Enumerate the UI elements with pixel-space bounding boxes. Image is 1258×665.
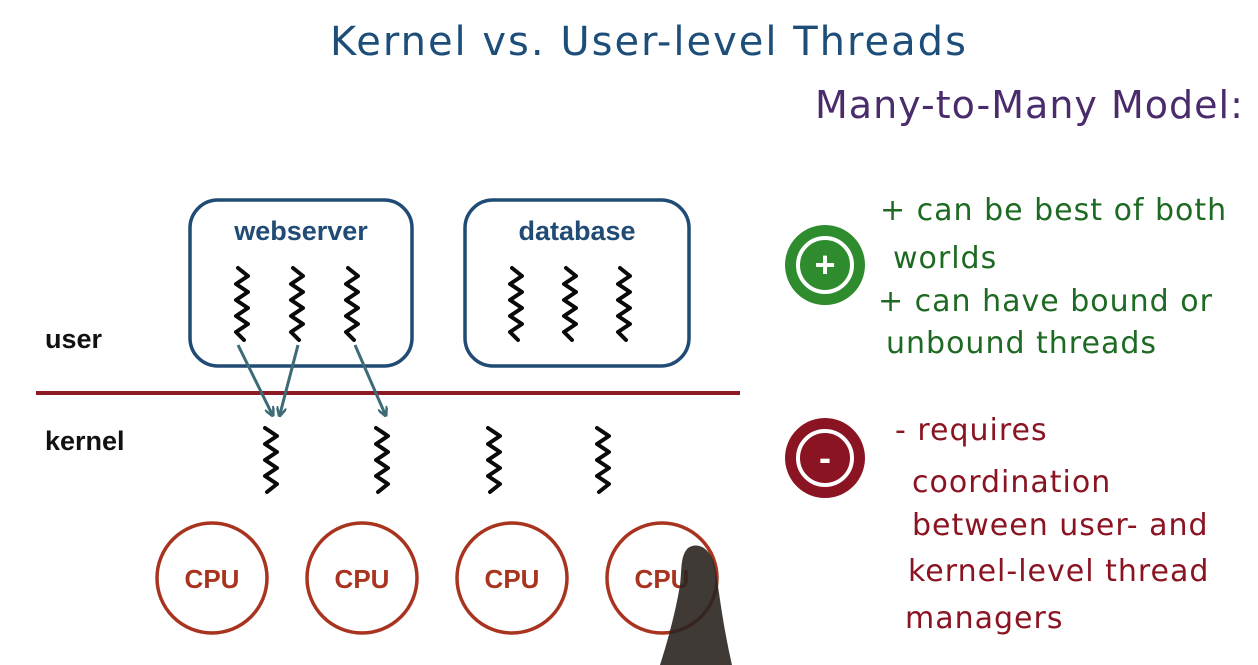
user-thread-icon: [508, 266, 524, 342]
user-layer-label: user: [45, 324, 103, 354]
minus-symbol: -: [819, 437, 831, 478]
kernel-layer-label: kernel: [45, 426, 125, 456]
user-thread-icon: [344, 266, 360, 342]
process-label-database: database: [518, 216, 635, 246]
con-line-5: managers: [905, 601, 1063, 636]
cpu-label: CPU: [185, 564, 240, 594]
kernel-thread-icon: [595, 426, 611, 494]
plus-symbol: +: [814, 244, 835, 285]
cpu-label: CPU: [485, 564, 540, 594]
process-box: [463, 198, 691, 368]
con-line-3: between user- and: [912, 508, 1209, 543]
cpu-circle: [455, 521, 569, 635]
pro-line-1: + can be best of both: [880, 193, 1227, 228]
cpu-circle: [155, 521, 269, 635]
user-thread-icon: [234, 266, 250, 342]
mapping-arrow: [236, 344, 272, 414]
con-line-1: - requires: [895, 413, 1048, 448]
cpu-3: CPU: [455, 521, 569, 635]
cpu-2: CPU: [305, 521, 419, 635]
pen-hand-shape: [660, 545, 732, 665]
user-thread-icon: [562, 266, 578, 342]
cons-section: - - requires coordination between user- …: [785, 413, 1209, 636]
minus-badge-ring: [796, 429, 854, 487]
pro-line-4: unbound threads: [886, 326, 1157, 361]
pro-line-3: + can have bound or: [878, 284, 1213, 319]
kernel-thread-icon: [263, 426, 279, 494]
con-line-4: kernel-level thread: [908, 554, 1209, 589]
process-webserver: webserver: [188, 198, 414, 368]
model-subtitle: Many-to-Many Model:: [815, 83, 1244, 127]
user-thread-icon: [616, 266, 632, 342]
diagram-title: Kernel vs. User-level Threads: [330, 19, 968, 65]
process-label-webserver: webserver: [233, 216, 368, 246]
cpu-circle: [305, 521, 419, 635]
plus-badge-ring: [796, 236, 854, 294]
kernel-thread-icon: [374, 426, 390, 494]
process-box: [188, 198, 414, 368]
cpu-label: CPU: [335, 564, 390, 594]
mapping-arrow: [280, 344, 300, 414]
pro-line-2: worlds: [893, 241, 997, 276]
mapping-arrow: [353, 344, 385, 414]
user-thread-icon: [289, 266, 305, 342]
con-line-2: coordination: [912, 465, 1111, 500]
cpu-1: CPU: [155, 521, 269, 635]
cpu-circle: [605, 521, 719, 635]
kernel-thread-icon: [486, 426, 502, 494]
process-database: database: [463, 198, 691, 368]
pros-section: + + can be best of both worlds + can hav…: [785, 193, 1227, 361]
